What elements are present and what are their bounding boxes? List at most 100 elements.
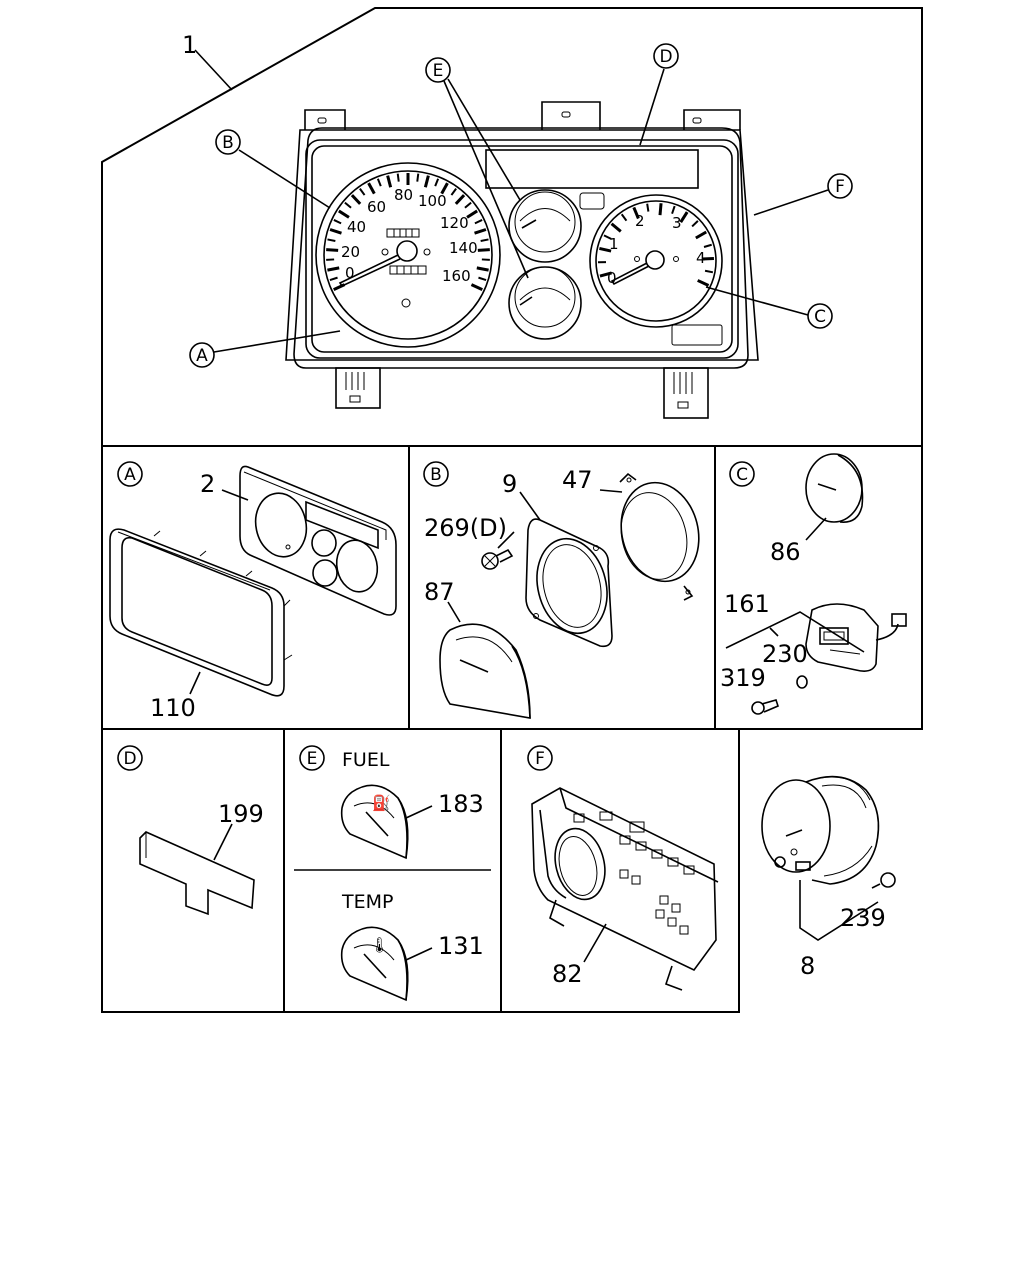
callout-part-87: 87 [424, 578, 455, 606]
svg-text:C: C [814, 307, 826, 327]
callout-part-2: 2 [200, 470, 215, 498]
panel-a-letter: A [117, 461, 143, 487]
panel-b-letter: B [423, 461, 449, 487]
dial-tick [701, 256, 715, 261]
callout-part-269d: 269(D) [424, 514, 507, 542]
dial-tick [477, 248, 490, 252]
speed-tick-120: 120 [440, 214, 469, 232]
dial-tick [691, 220, 699, 228]
dial-tick [454, 194, 466, 205]
dial-tick [350, 194, 362, 205]
dial-tick [476, 266, 489, 272]
callout-part-82: 82 [552, 960, 583, 988]
dial-tick [326, 248, 339, 252]
temp-icon: 🌡 [370, 936, 389, 954]
callout-e-main: E [425, 57, 451, 83]
dial-tick [658, 203, 663, 216]
callout-c-main: C [807, 303, 833, 329]
dial-tick [359, 188, 366, 196]
dial-tick [329, 276, 338, 282]
callout-a-main: A [189, 342, 215, 368]
dial-tick [327, 266, 340, 272]
panel-f: F 82 [527, 745, 719, 991]
callout-part-9: 9 [502, 470, 517, 498]
dial-tick [367, 182, 376, 195]
main-cluster: 0 20 40 60 80 100 120 140 160 [182, 31, 853, 419]
panel-borders [101, 7, 923, 1013]
dial-tick [474, 219, 483, 225]
panel-c: C 86 161 230 319 [720, 453, 907, 715]
speedometer-tick-labels: 0 20 40 60 80 100 120 140 160 [341, 186, 478, 285]
svg-text:E: E [307, 749, 318, 769]
svg-text:F: F [835, 177, 845, 197]
fuel-label: FUEL [342, 749, 390, 771]
svg-text:C: C [736, 465, 748, 485]
svg-text:B: B [430, 465, 442, 485]
panel-a: A 2 110 [109, 461, 397, 722]
callout-part-86: 86 [770, 538, 801, 566]
dial-tick [697, 279, 710, 287]
dial-tick [386, 175, 393, 188]
svg-text:A: A [124, 465, 136, 485]
svg-text:A: A [196, 346, 208, 366]
dial-tick [464, 201, 472, 209]
dial-tick [344, 201, 352, 209]
dial-tick [599, 271, 612, 278]
dial-tick [603, 234, 612, 240]
dial-tick [440, 182, 449, 195]
svg-text:B: B [222, 133, 234, 153]
dial-tick [466, 209, 478, 219]
tacho-tick-3: 3 [672, 214, 682, 232]
dial-tick [599, 246, 612, 253]
callout-part-230: 230 [762, 640, 808, 668]
panel-e: E FUEL ⛽ 183 TEMP 🌡 131 [299, 745, 484, 1002]
callout-d-main: D [653, 43, 679, 69]
speed-tick-100: 100 [418, 192, 447, 210]
callout-part-8: 8 [800, 952, 815, 980]
speed-tick-160: 160 [442, 267, 471, 285]
panel-g: 239 8 [761, 775, 896, 980]
tacho-tick-0: 0 [607, 269, 617, 287]
dial-tick [620, 213, 628, 222]
dial-tick [423, 175, 430, 188]
speed-tick-80: 80 [394, 186, 413, 204]
case-detail-squares [573, 811, 695, 935]
speedometer-tick-marks [326, 173, 490, 292]
callout-part-183: 183 [438, 790, 484, 818]
svg-text:F: F [535, 749, 545, 769]
panel-d-letter: D [117, 745, 143, 771]
speed-tick-140: 140 [449, 239, 478, 257]
panel-f-letter: F [527, 745, 553, 771]
dial-tick [478, 276, 487, 282]
dial-tick [396, 173, 400, 182]
dial-tick [480, 238, 489, 242]
dial-tick [333, 219, 342, 225]
dial-tick [474, 228, 487, 235]
dial-tick [329, 228, 342, 235]
speed-tick-0: 0 [345, 264, 355, 282]
tacho-tick-1: 1 [609, 235, 619, 253]
dial-tick [450, 188, 457, 196]
dial-tick [327, 238, 336, 242]
dial-tick [704, 269, 714, 274]
dial-tick [646, 203, 650, 212]
callout-part-110: 110 [150, 694, 196, 722]
callout-part-239: 239 [840, 904, 886, 932]
dial-tick [679, 211, 689, 224]
dial-tick [416, 173, 420, 182]
callout-part-161: 161 [724, 590, 770, 618]
speed-tick-60: 60 [367, 198, 386, 216]
panel-c-letter: C [729, 461, 755, 487]
tachometer-tick-labels: 0 1 2 3 4 [607, 212, 706, 287]
panel-b: B 9 47 269(D) 87 [423, 461, 700, 719]
callout-part-319: 319 [720, 664, 766, 692]
panel-e-letter: E [299, 745, 325, 771]
svg-text:D: D [659, 47, 672, 67]
dial-tick [470, 283, 483, 292]
tachometer-tick-marks [597, 203, 715, 287]
callout-part-1: 1 [182, 31, 197, 59]
callout-part-47: 47 [562, 466, 593, 494]
dial-tick [376, 178, 382, 187]
speed-tick-40: 40 [347, 218, 366, 236]
